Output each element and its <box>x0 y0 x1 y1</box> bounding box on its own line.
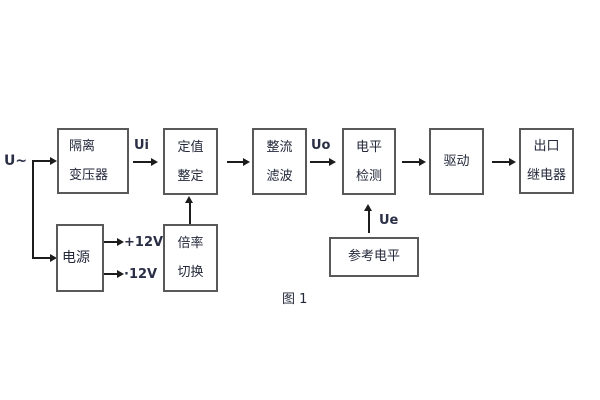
input-branch-bottom-line <box>32 257 50 259</box>
block-label-line: 出口 <box>533 139 560 154</box>
arrowhead-drive-to-relay <box>509 158 516 166</box>
block-label-line: 电源 <box>62 250 90 266</box>
arrowhead-into-power <box>50 254 57 262</box>
block-setting: 定值 整定 <box>163 128 218 195</box>
arrowhead-rectifier-to-level <box>329 158 336 166</box>
block-label-line: 参考电平 <box>347 249 400 264</box>
block-power-supply: 电源 <box>56 224 104 292</box>
plus12v-label: +12V <box>124 235 164 250</box>
block-reference-level: 参考电平 <box>329 237 419 277</box>
ui-signal-label: Ui <box>134 138 150 153</box>
block-output-relay: 出口 继电器 <box>519 128 574 194</box>
arrow-reference-to-level <box>368 211 370 233</box>
block-label-line: 继电器 <box>526 168 566 183</box>
block-label-line: 电平 <box>355 139 382 155</box>
arrow-level-to-drive <box>402 161 419 163</box>
block-label-line: 整流 <box>266 139 293 155</box>
block-level-detect: 电平 检测 <box>342 128 396 195</box>
input-branch-vertical-line <box>32 160 34 259</box>
arrowhead-ratio-to-setting <box>185 196 193 203</box>
uo-signal-label: Uo <box>311 138 331 153</box>
arrow-setting-to-rectifier <box>227 161 243 163</box>
block-label-line: 隔离 <box>69 139 96 154</box>
block-drive: 驱动 <box>429 128 484 195</box>
figure-caption: 图 1 <box>282 292 308 307</box>
arrowhead-power-minus12 <box>117 270 124 278</box>
block-isolation-transformer: 隔离 变压器 <box>57 128 129 194</box>
arrow-isolation-to-setting <box>133 161 151 163</box>
arrowhead-setting-to-rectifier <box>243 158 250 166</box>
block-label-line: 切换 <box>177 265 204 280</box>
block-label-line: 整定 <box>177 168 204 184</box>
block-rectifier-filter: 整流 滤波 <box>252 128 307 195</box>
block-label-line: 滤波 <box>266 168 293 184</box>
arrow-drive-to-relay <box>492 161 509 163</box>
block-label-line: 定值 <box>177 139 204 155</box>
block-label-line: 变压器 <box>69 168 109 183</box>
arrowhead-level-to-drive <box>419 158 426 166</box>
arrow-rectifier-to-level <box>310 161 329 163</box>
arrow-power-minus12 <box>104 273 117 275</box>
block-label-line: 倍率 <box>177 236 204 251</box>
block-ratio-switch: 倍率 切换 <box>163 224 218 292</box>
block-label-line: 驱动 <box>443 153 470 169</box>
minus12v-label: ·12V <box>124 267 158 282</box>
input-branch-top-line <box>32 160 50 162</box>
arrowhead-isolation-to-setting <box>151 158 158 166</box>
input-voltage-label: U~ <box>4 153 28 169</box>
arrow-ratio-to-setting <box>189 203 191 224</box>
arrowhead-into-isolation <box>50 157 57 165</box>
ue-signal-label: Ue <box>379 213 399 228</box>
arrowhead-reference-to-level <box>364 204 372 211</box>
arrowhead-power-plus12 <box>117 238 124 246</box>
arrow-power-plus12 <box>104 241 117 243</box>
block-label-line: 检测 <box>355 168 382 184</box>
